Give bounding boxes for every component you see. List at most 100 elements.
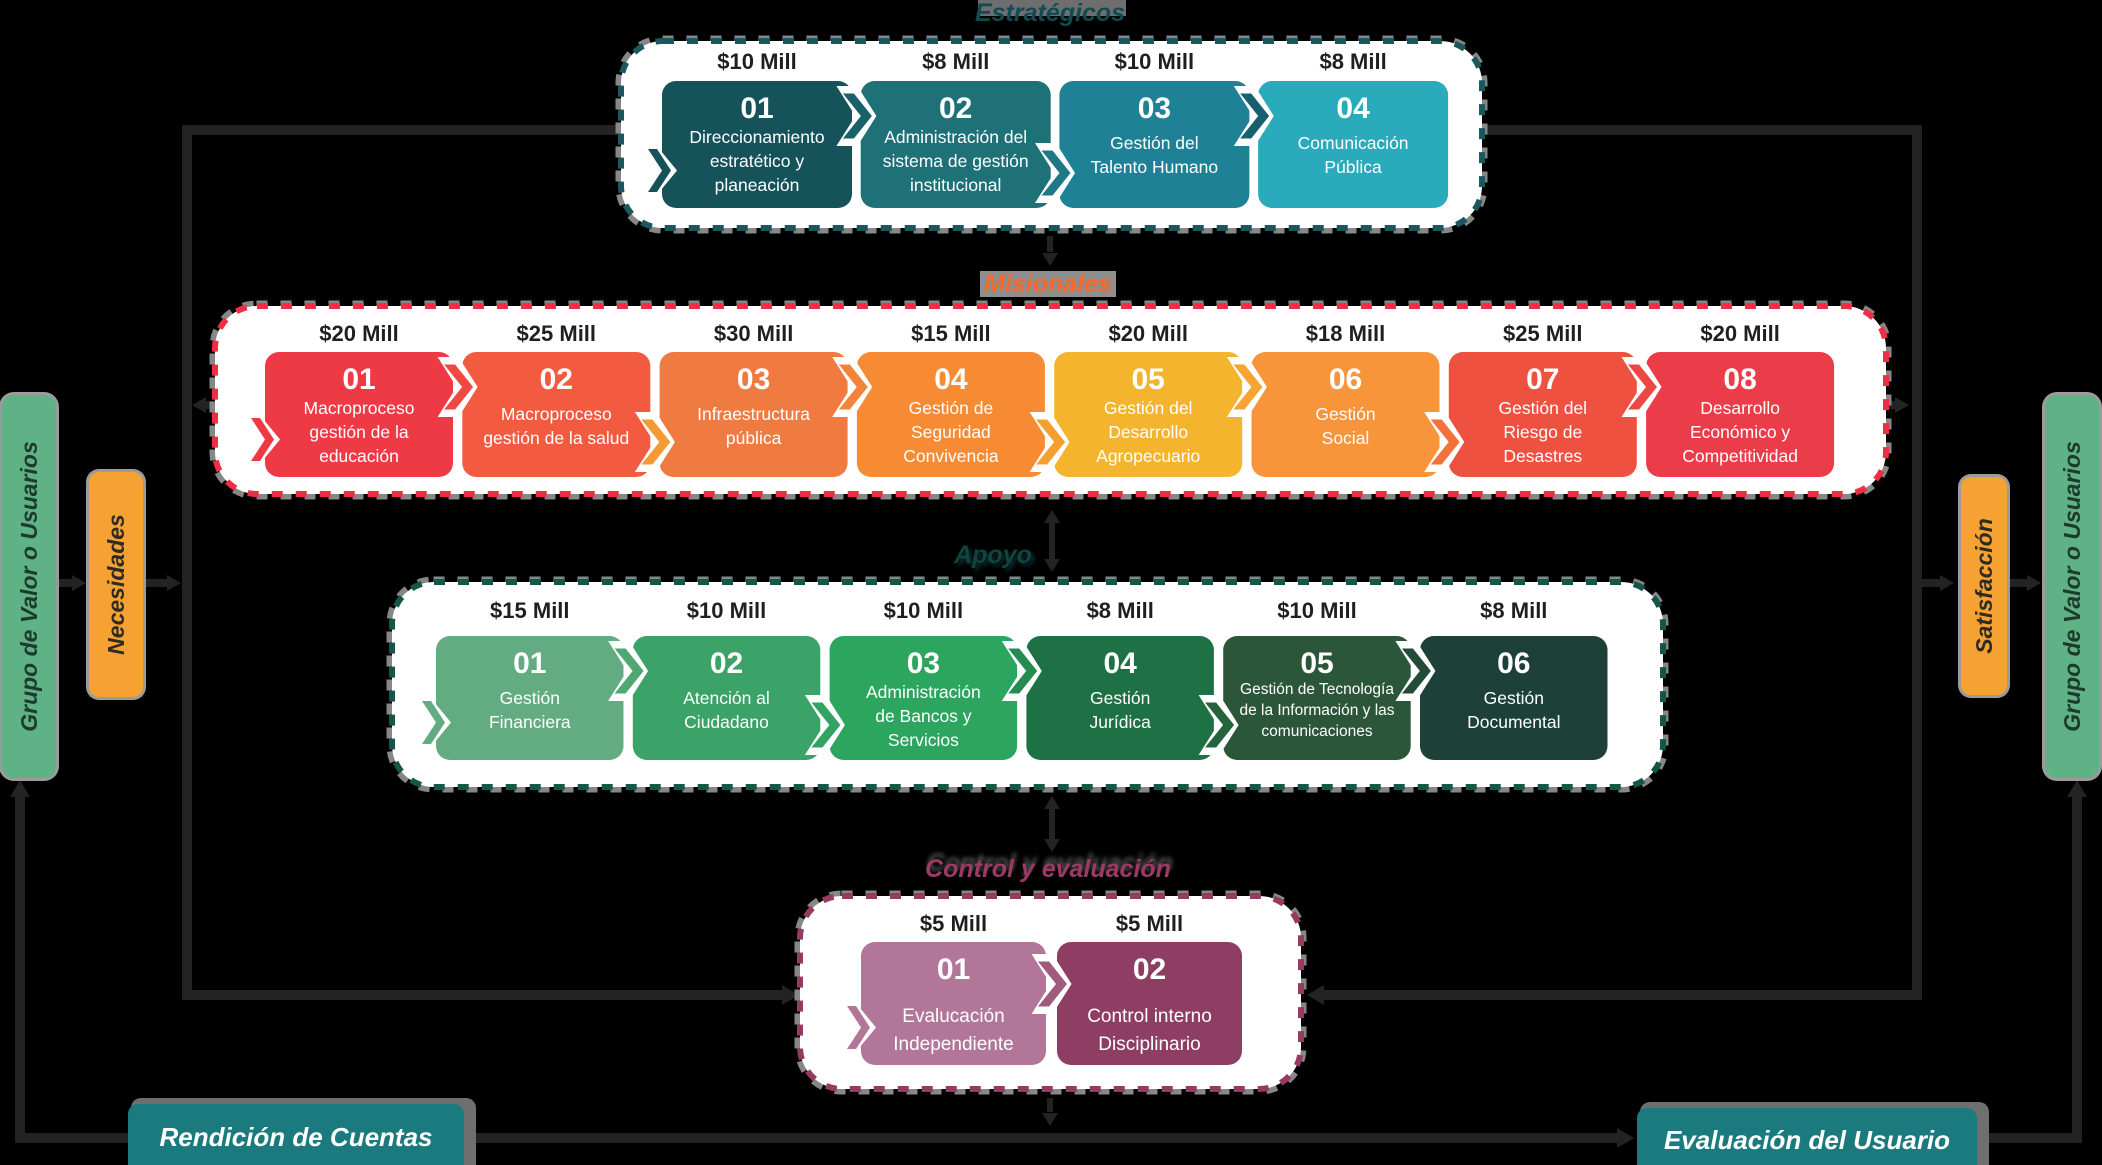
svg-text:01: 01 [342,363,375,396]
svg-text:sistema de gestión: sistema de gestión [883,151,1029,171]
svg-text:Competitividad: Competitividad [1682,446,1798,466]
svg-text:$20 Mill: $20 Mill [1108,321,1187,346]
svg-text:Apoyo: Apoyo [956,544,1035,572]
svg-text:02: 02 [1133,953,1166,986]
svg-text:Desarrollo: Desarrollo [1700,398,1780,418]
svg-text:Satisfacción: Satisfacción [1971,518,1997,654]
svg-text:gestión de la salud: gestión de la salud [483,428,629,448]
svg-text:Gestión: Gestión [1484,688,1544,708]
svg-text:Jurídica: Jurídica [1090,712,1152,732]
svg-text:Gestión: Gestión [1315,404,1375,424]
svg-text:Apoyo: Apoyo [953,541,1032,569]
svg-text:Gestión del: Gestión del [1110,133,1199,153]
svg-text:01: 01 [740,92,773,125]
svg-text:Control y evaluación: Control y evaluación [927,849,1173,877]
svg-text:Riesgo de: Riesgo de [1503,422,1582,442]
svg-text:Ciudadano: Ciudadano [684,712,769,732]
svg-text:Servicios: Servicios [888,730,959,750]
svg-text:Pública: Pública [1324,157,1382,177]
svg-text:02: 02 [540,363,573,396]
svg-text:04: 04 [1104,647,1138,680]
svg-text:Gestión del: Gestión del [1499,398,1588,418]
svg-text:Independiente: Independiente [893,1034,1013,1055]
svg-text:04: 04 [934,363,968,396]
svg-text:$10 Mill: $10 Mill [1115,49,1194,74]
svg-text:estratético y: estratético y [710,151,805,171]
svg-text:Rendición de Cuentas: Rendición de Cuentas [159,1122,432,1152]
svg-text:pública: pública [726,428,782,448]
svg-text:gestión de la: gestión de la [309,422,409,442]
svg-text:01: 01 [937,953,970,986]
svg-text:06: 06 [1497,647,1530,680]
svg-text:de Bancos y: de Bancos y [875,706,972,726]
svg-text:Direccionamiento: Direccionamiento [689,127,824,147]
svg-text:$25 Mill: $25 Mill [517,321,596,346]
svg-text:07: 07 [1526,363,1559,396]
svg-text:Atención al: Atención al [683,688,770,708]
svg-text:Económico y: Económico y [1690,422,1790,442]
svg-text:$20 Mill: $20 Mill [319,321,398,346]
svg-text:03: 03 [737,363,770,396]
svg-text:$10 Mill: $10 Mill [1277,598,1356,623]
svg-text:Administración: Administración [866,682,981,702]
svg-text:institucional: institucional [910,175,1001,195]
svg-text:05: 05 [1132,363,1165,396]
svg-text:$10 Mill: $10 Mill [717,49,796,74]
svg-text:Talento Humano: Talento Humano [1091,157,1218,177]
svg-text:Desastres: Desastres [1503,446,1582,466]
svg-text:Gestión: Gestión [500,688,560,708]
svg-text:Gestión de: Gestión de [909,398,994,418]
svg-text:$25 Mill: $25 Mill [1503,321,1582,346]
svg-text:$8 Mill: $8 Mill [1480,598,1547,623]
svg-text:04: 04 [1336,92,1370,125]
svg-text:$8 Mill: $8 Mill [1087,598,1154,623]
svg-text:Gestión: Gestión [1090,688,1150,708]
svg-text:Necesidades: Necesidades [103,514,129,655]
svg-text:03: 03 [907,647,940,680]
svg-text:de la Información y las: de la Información y las [1239,702,1394,719]
svg-text:Evalucación: Evalucación [902,1006,1004,1027]
svg-text:03: 03 [1138,92,1171,125]
svg-text:$10 Mill: $10 Mill [687,598,766,623]
svg-text:Documental: Documental [1467,712,1560,732]
svg-text:Grupo de Valor o Usuarios: Grupo de Valor o Usuarios [16,441,42,732]
svg-text:06: 06 [1329,363,1362,396]
svg-text:$8 Mill: $8 Mill [1319,49,1386,74]
svg-text:Seguridad: Seguridad [911,422,991,442]
svg-text:Infraestructura: Infraestructura [697,404,810,424]
svg-text:Macroproceso: Macroproceso [304,398,415,418]
svg-text:Comunicación: Comunicación [1298,133,1409,153]
svg-text:Agropecuario: Agropecuario [1096,446,1200,466]
svg-text:02: 02 [710,647,743,680]
svg-text:Disciplinario: Disciplinario [1098,1034,1200,1055]
svg-text:Control y evaluación: Control y evaluación [925,855,1171,883]
svg-text:Misionales: Misionales [984,270,1112,298]
svg-text:$5 Mill: $5 Mill [1116,911,1183,936]
svg-text:educación: educación [319,446,399,466]
svg-text:comunicaciones: comunicaciones [1261,723,1372,740]
svg-text:$18 Mill: $18 Mill [1306,321,1385,346]
svg-text:$15 Mill: $15 Mill [490,598,569,623]
svg-text:$8 Mill: $8 Mill [922,49,989,74]
svg-text:01: 01 [513,647,546,680]
svg-text:Gestión del: Gestión del [1104,398,1193,418]
svg-text:$15 Mill: $15 Mill [911,321,990,346]
svg-text:Control interno: Control interno [1087,1006,1212,1027]
svg-text:02: 02 [939,92,972,125]
svg-text:08: 08 [1723,363,1756,396]
svg-text:planeación: planeación [715,175,800,195]
svg-text:Macroproceso: Macroproceso [501,404,612,424]
svg-text:05: 05 [1300,647,1333,680]
svg-text:Grupo de Valor o Usuarios: Grupo de Valor o Usuarios [2059,441,2085,732]
svg-text:$30 Mill: $30 Mill [714,321,793,346]
svg-text:Estratégicos: Estratégicos [975,0,1125,27]
svg-text:Convivencia: Convivencia [903,446,999,466]
svg-text:Evaluación del Usuario: Evaluación del Usuario [1664,1125,1950,1155]
svg-text:Social: Social [1322,428,1370,448]
svg-text:$10 Mill: $10 Mill [884,598,963,623]
svg-text:$5 Mill: $5 Mill [920,911,987,936]
svg-text:$20 Mill: $20 Mill [1700,321,1779,346]
svg-text:Administración del: Administración del [884,127,1027,147]
svg-text:Gestión de Tecnología: Gestión de Tecnología [1240,681,1394,698]
svg-text:Desarrollo: Desarrollo [1108,422,1188,442]
